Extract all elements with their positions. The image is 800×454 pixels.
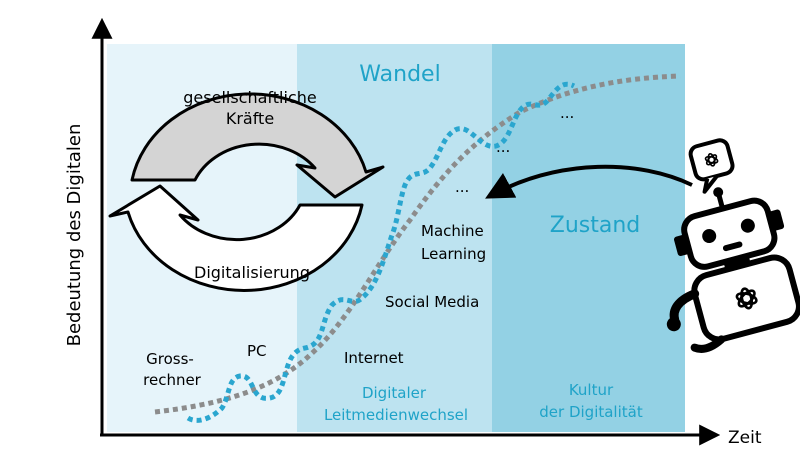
blue-wave-curve: [186, 81, 576, 423]
title-wandel: Wandel: [359, 62, 440, 87]
cycle-label-top-line2: Kräfte: [226, 109, 274, 128]
robot-icon: [666, 138, 800, 353]
cycle-arc-top: [130, 92, 385, 199]
state-label-zustand: Zustand: [550, 213, 641, 238]
milestone-ml-line2: Learning: [421, 245, 486, 263]
milestone-grossrechner-line2: rechner: [143, 371, 202, 389]
y-axis-label: Bedeutung des Digitalen: [64, 124, 85, 347]
zustand-arrow: [485, 164, 693, 199]
phase-3-label-line2: der Digitalität: [539, 403, 643, 421]
phase-band-3: [492, 44, 685, 432]
milestone-ellipsis-1: ...: [455, 178, 469, 196]
milestone-pc: PC: [247, 342, 267, 360]
milestone-ellipsis-3: ...: [560, 104, 574, 122]
phase-2-label-line1: Digitaler: [362, 384, 427, 402]
cycle-arc-bottom: [108, 184, 364, 292]
milestone-internet: Internet: [344, 349, 404, 367]
milestone-ml-line1: Machine: [421, 222, 484, 240]
cycle-label-top-line1: gesellschaftliche: [183, 88, 316, 107]
milestone-grossrechner-line1: Gross-: [146, 350, 194, 368]
phase-2-label-line2: Leitmedienwechsel: [324, 406, 468, 424]
chat-bubble-icon: [688, 138, 735, 194]
milestone-ellipsis-2: ...: [496, 138, 510, 156]
cycle-label-bottom: Digitalisierung: [194, 263, 310, 282]
grey-s-curve: [154, 73, 681, 415]
phase-3-label-line1: Kultur: [569, 381, 614, 399]
milestone-social-media: Social Media: [385, 293, 479, 311]
x-axis-label: Zeit: [728, 428, 762, 448]
